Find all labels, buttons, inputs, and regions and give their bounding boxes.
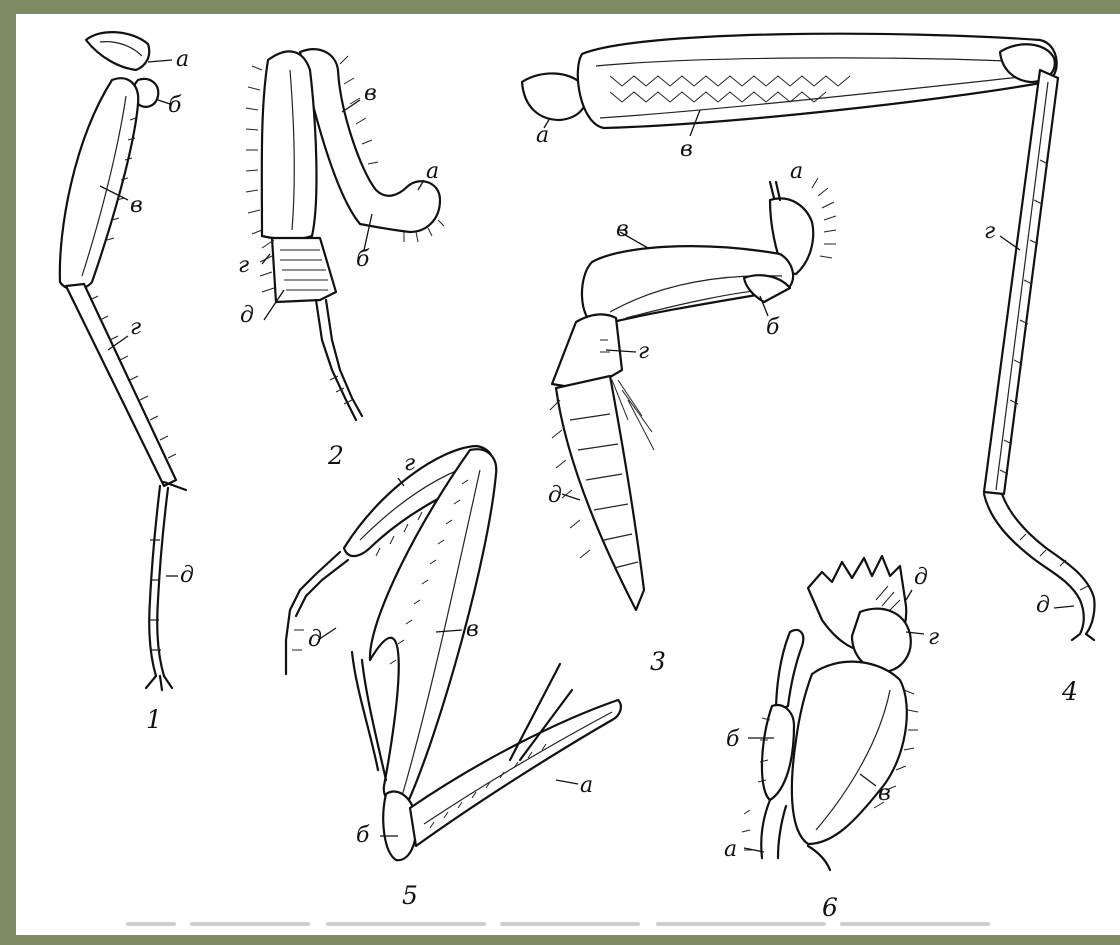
panel-number-4: 4 <box>1061 677 1078 706</box>
panel-number-1: 1 <box>146 705 162 734</box>
part-label-panel-1-2: б <box>168 93 182 118</box>
caption-smudge <box>126 922 990 926</box>
leg-6-digging-claw <box>742 556 924 870</box>
part-label-panel-3-4: г <box>638 339 649 364</box>
part-label-panel-1-4: г <box>130 315 141 340</box>
part-label-panel-5-1: г <box>404 451 415 476</box>
part-label-panel-3-5: д <box>548 483 562 508</box>
part-label-panel-2-2: а <box>426 159 439 184</box>
part-label-panel-1-5: д <box>180 563 194 588</box>
part-label-panel-2-5: д <box>240 303 254 328</box>
part-label-panel-2-1: в <box>364 81 377 106</box>
part-label-panel-4-3: г <box>984 219 995 244</box>
part-label-panel-2-4: б <box>356 247 370 272</box>
part-label-panel-3-2: в <box>616 217 629 242</box>
part-label-panel-6-1: д <box>914 565 928 590</box>
leg-2-digging <box>246 49 444 420</box>
part-label-panel-6-2: г <box>928 625 939 650</box>
part-label-panel-1-1: а <box>176 47 189 72</box>
leg-1-walking <box>60 32 186 690</box>
part-label-panel-6-3: б <box>726 727 740 752</box>
part-label-panel-2-3: г <box>238 253 249 278</box>
part-label-panel-4-2: в <box>680 137 693 162</box>
part-label-panel-5-3: в <box>466 617 479 642</box>
leg-5-grasping <box>286 446 621 860</box>
part-label-panel-6-5: а <box>724 837 737 862</box>
panel-number-6: 6 <box>822 893 838 922</box>
leg-3-swimming <box>550 178 836 610</box>
part-label-panel-5-2: д <box>308 627 322 652</box>
panel-number-2: 2 <box>327 441 344 470</box>
part-label-panel-3-1: а <box>790 159 803 184</box>
part-label-panel-5-4: а <box>580 773 593 798</box>
part-label-panel-1-3: в <box>130 193 143 218</box>
panel-number-5: 5 <box>402 881 418 910</box>
part-label-panel-3-3: б <box>766 315 780 340</box>
part-label-panel-6-4: в <box>878 781 891 806</box>
part-label-panel-4-1: а <box>536 123 549 148</box>
panel-number-3: 3 <box>650 647 666 676</box>
part-label-panel-4-4: д <box>1036 593 1050 618</box>
part-label-panel-5-5: б <box>356 823 370 848</box>
